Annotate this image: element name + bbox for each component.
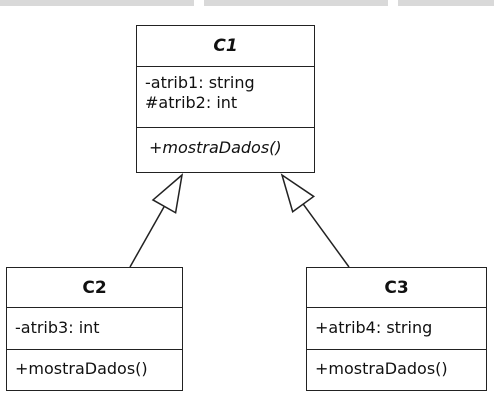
class-c1-attributes: -atrib1: string #atrib2: int bbox=[137, 66, 314, 127]
class-c2-attribute: -atrib3: int bbox=[15, 318, 100, 337]
class-c3-operations: +mostraDados() bbox=[307, 349, 486, 379]
top-border-segment bbox=[0, 0, 194, 6]
class-c2-operation: +mostraDados() bbox=[15, 359, 148, 378]
class-c1: C1 -atrib1: string #atrib2: int +mostraD… bbox=[136, 25, 315, 173]
generalization-arrowhead bbox=[151, 173, 184, 214]
class-c1-operations: +mostraDados() bbox=[137, 127, 314, 158]
class-c2-name: C2 bbox=[82, 277, 107, 298]
class-c1-name: C1 bbox=[213, 36, 238, 56]
class-c2-operations: +mostraDados() bbox=[7, 349, 182, 379]
class-c1-attribute: -atrib1: string bbox=[145, 73, 255, 92]
top-border-segment bbox=[398, 0, 494, 6]
class-c3-name: C3 bbox=[384, 277, 409, 298]
class-c2: C2 -atrib3: int +mostraDados() bbox=[6, 267, 183, 391]
generalization-line bbox=[129, 205, 165, 268]
class-c1-attribute: #atrib2: int bbox=[145, 93, 238, 112]
generalization-arrowhead bbox=[280, 173, 316, 213]
class-c3-attribute: +atrib4: string bbox=[315, 318, 433, 337]
class-c1-operation: +mostraDados() bbox=[149, 138, 282, 157]
class-c3-operation: +mostraDados() bbox=[315, 359, 448, 378]
top-border-segment bbox=[204, 0, 388, 6]
generalization-line bbox=[302, 203, 350, 268]
class-c2-attributes: -atrib3: int bbox=[7, 307, 182, 349]
class-c3: C3 +atrib4: string +mostraDados() bbox=[306, 267, 487, 391]
class-c3-attributes: +atrib4: string bbox=[307, 307, 486, 349]
